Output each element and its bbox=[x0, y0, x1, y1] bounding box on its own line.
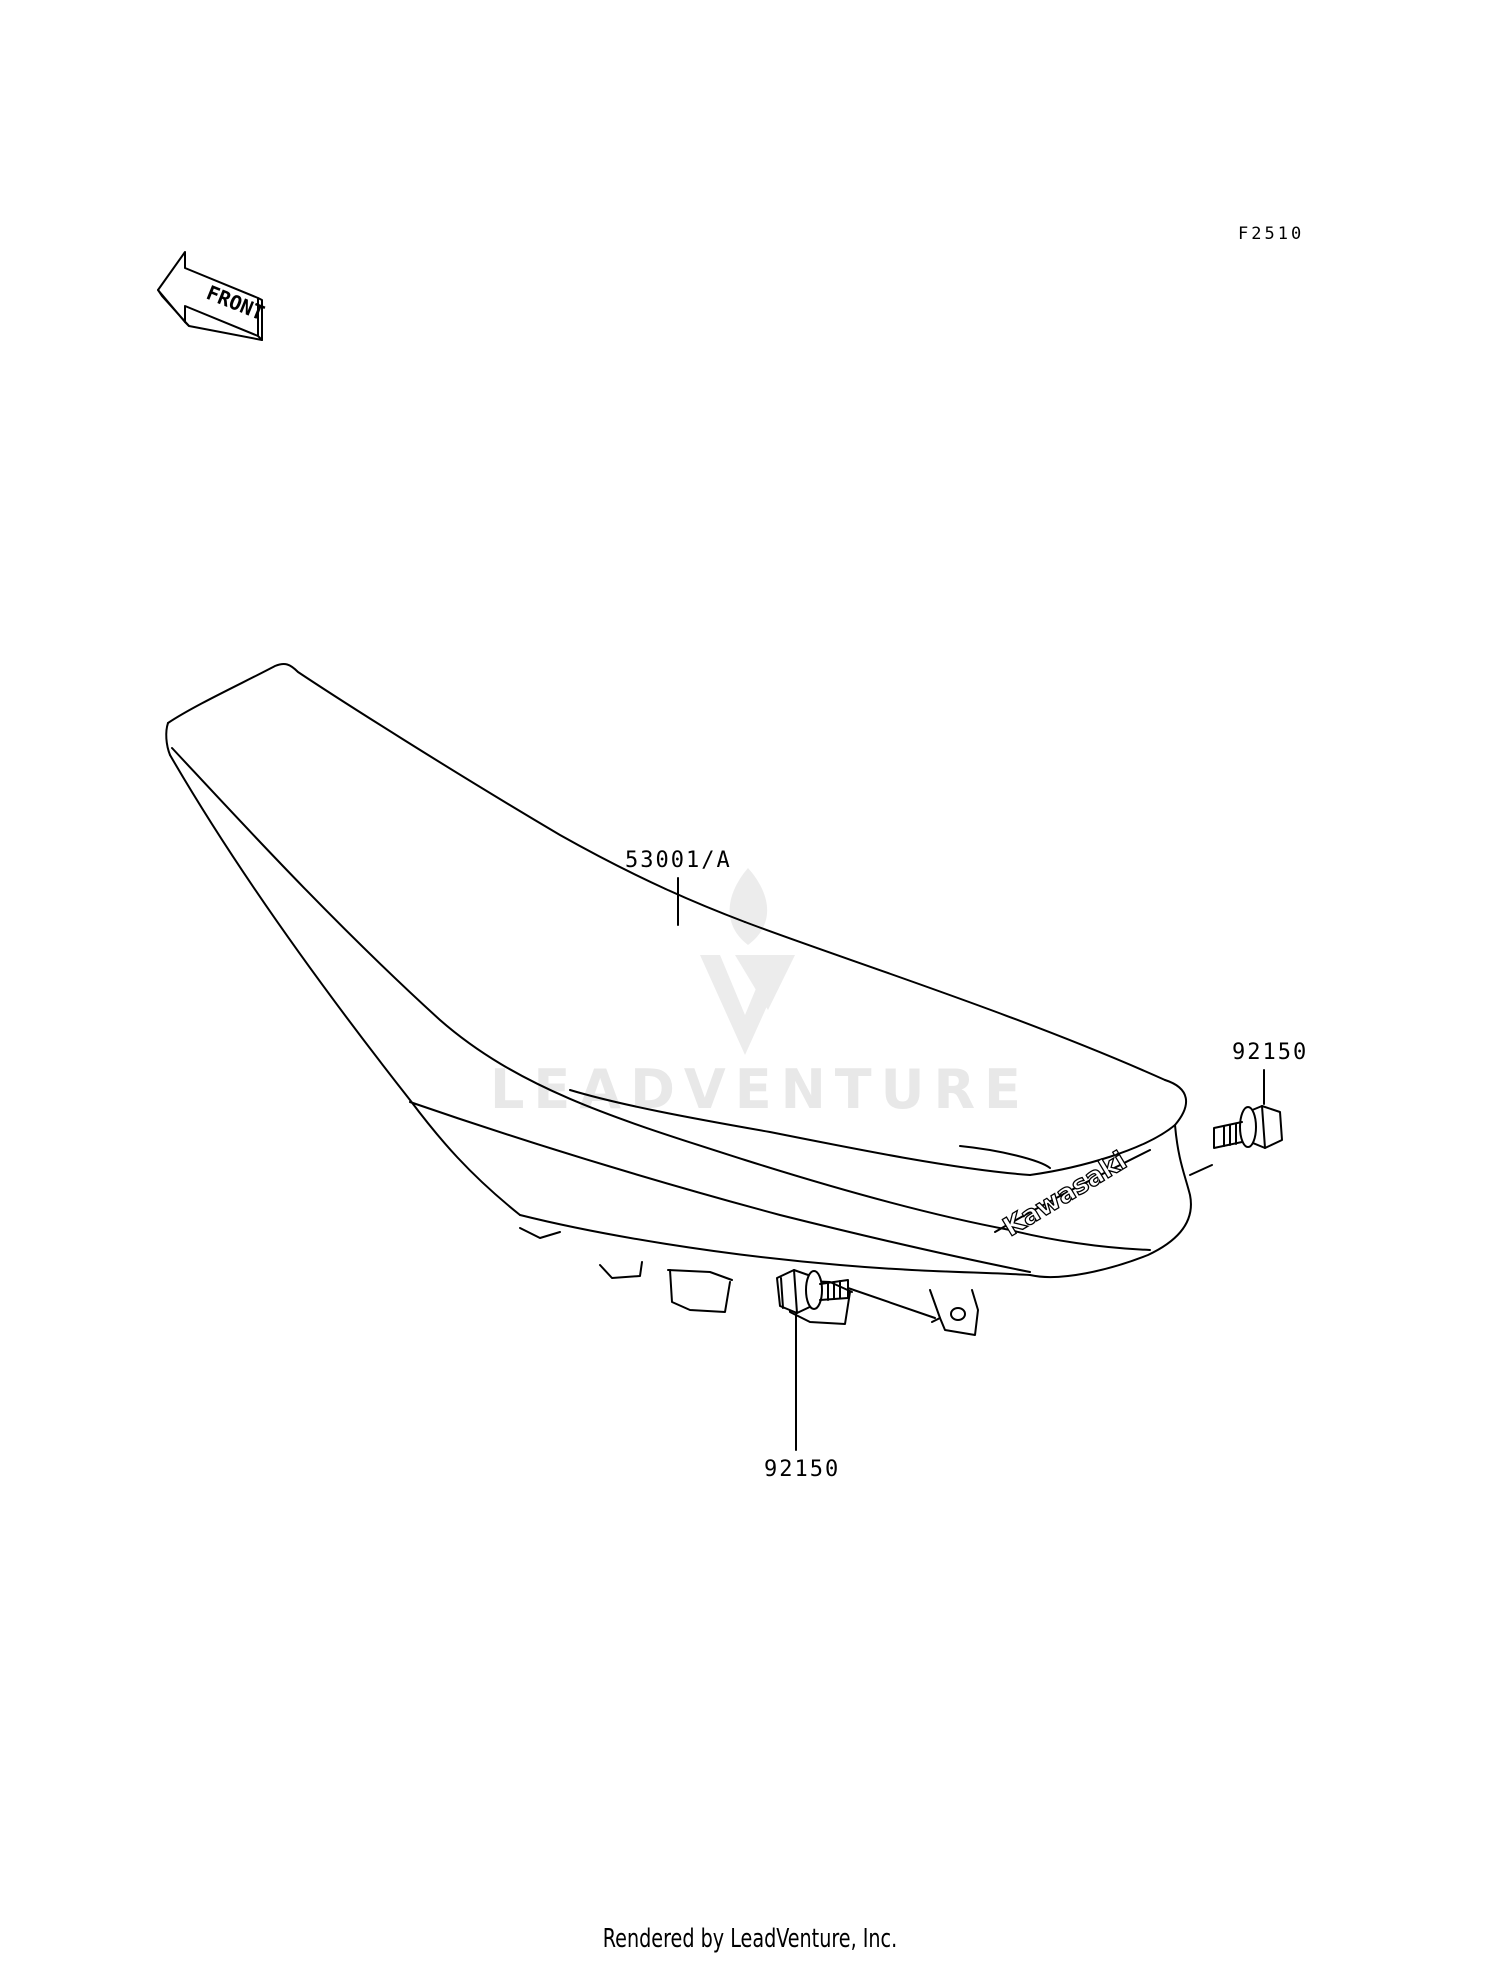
seat-bracket bbox=[929, 1289, 979, 1336]
rear-bolt-center-line bbox=[1189, 1164, 1213, 1176]
rear-bolt-icon bbox=[1213, 1105, 1283, 1149]
lower-bolt-icon bbox=[776, 1269, 849, 1314]
kawasaki-marking: Kawasaki bbox=[998, 1146, 1132, 1243]
seat-outline bbox=[165, 663, 1192, 1278]
front-arrow-icon bbox=[157, 251, 263, 341]
footer-credit: Rendered by LeadVenture, Inc. bbox=[602, 1924, 898, 1954]
seat-mount-tabs bbox=[519, 1227, 853, 1325]
lower-bolt-center-line bbox=[847, 1287, 936, 1319]
watermark-text: LEADVENTURE bbox=[490, 1058, 1030, 1121]
seat-part-label: 53001/A bbox=[625, 848, 732, 873]
lower-bolt-part-label: 92150 bbox=[764, 1457, 841, 1482]
diagram-code: F2510 bbox=[1238, 224, 1305, 244]
rear-bolt-part-label: 92150 bbox=[1232, 1040, 1309, 1065]
